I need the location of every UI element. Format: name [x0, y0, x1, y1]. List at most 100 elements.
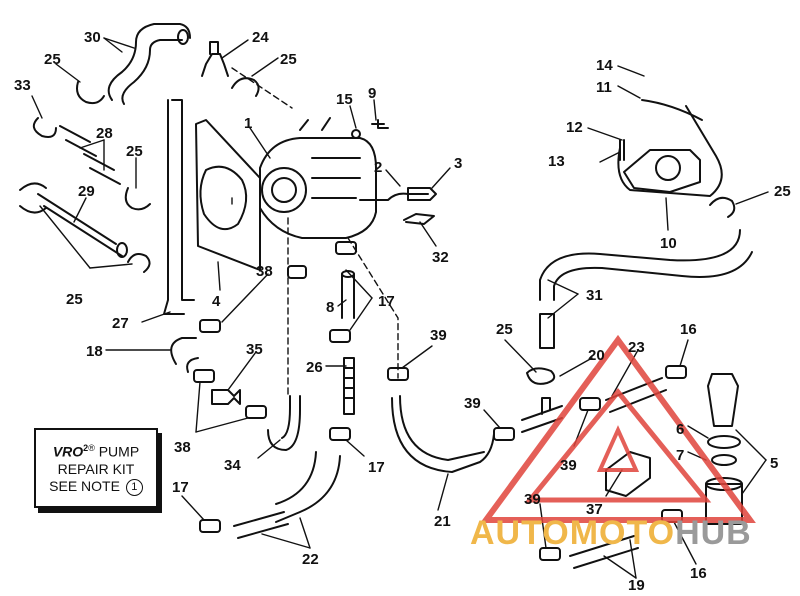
callout-37: 37 [586, 501, 603, 518]
callout-17: 17 [378, 293, 395, 310]
callout-39a: 39 [430, 327, 447, 344]
callout-23: 23 [628, 339, 645, 356]
pipe-27 [163, 99, 195, 315]
hose-18 [170, 337, 199, 373]
clamp-38-d [245, 405, 267, 419]
callout-1: 1 [244, 115, 252, 132]
hose-29 [37, 193, 123, 257]
callout-39d: 39 [524, 491, 541, 508]
watermark-part1: AUTOMOTO [470, 514, 676, 552]
clamp-16-a [665, 365, 687, 379]
callout-25b: 25 [280, 51, 297, 68]
callout-39c: 39 [560, 457, 577, 474]
callout-32: 32 [432, 249, 449, 266]
clamp-39-b [493, 427, 515, 441]
note-reg: ® [88, 443, 95, 454]
note-vro: VRO [52, 443, 84, 460]
clamp-25-a [76, 81, 105, 105]
callout-30: 30 [84, 29, 101, 46]
electric-pump-10 [623, 149, 701, 193]
clamp-38-a [287, 265, 307, 279]
tube-28-a [59, 125, 97, 157]
clamp-25-b [231, 77, 260, 97]
callout-26: 26 [306, 359, 323, 376]
clamp-38-b [199, 319, 221, 333]
hose-31 [539, 229, 753, 301]
hose-34 [267, 395, 301, 451]
clamp-25-f [709, 196, 736, 218]
callout-4: 4 [212, 293, 221, 310]
callout-16: 16 [680, 321, 697, 338]
note-see: SEE NOTE [49, 477, 120, 494]
oring-6 [707, 435, 741, 449]
callout-22: 22 [302, 551, 319, 568]
note-sup: 2 [83, 443, 89, 454]
callout-38a: 38 [256, 263, 273, 280]
clamp-38-c [193, 369, 215, 383]
connector-12 [619, 139, 625, 161]
note-number: 1 [125, 478, 143, 496]
filter-base-5 [705, 483, 743, 525]
callout-31: 31 [586, 287, 603, 304]
note-line-2: REPAIR KIT [57, 460, 135, 477]
callout-9: 9 [368, 85, 376, 102]
callout-21: 21 [434, 513, 451, 530]
callout-6: 6 [676, 421, 684, 438]
callout-2: 2 [374, 159, 382, 176]
clamp-17-b [329, 329, 351, 343]
filter-5 [707, 373, 739, 427]
callout-15: 15 [336, 91, 353, 108]
callout-12: 12 [566, 119, 583, 136]
clamp-25-e [127, 253, 151, 273]
wire-11 [641, 99, 703, 121]
fitting-3 [407, 187, 437, 201]
callout-5: 5 [770, 455, 778, 472]
callout-14: 14 [596, 57, 613, 74]
inline-filter-35 [211, 389, 241, 405]
clamp-25-d [19, 182, 47, 214]
tube-28-b [83, 153, 121, 185]
callout-7: 7 [676, 447, 684, 464]
gasket-plate-4 [195, 119, 261, 271]
clamp-17-d [199, 519, 221, 533]
note-line-3: SEE NOTE 1 [49, 478, 143, 496]
vro-pump-1 [259, 137, 377, 239]
callout-24: 24 [252, 29, 269, 46]
clamp-17-a [335, 241, 357, 255]
oring-7 [711, 454, 737, 466]
callout-35: 35 [246, 341, 263, 358]
callout-25f: 25 [774, 183, 791, 200]
clamp-33 [32, 117, 57, 138]
callout-25a: 25 [44, 51, 61, 68]
tube-31 [539, 313, 555, 349]
callout-19: 19 [628, 577, 645, 594]
screw-9 [371, 119, 389, 129]
tube-8 [341, 273, 355, 319]
watermark-triangle [480, 334, 756, 523]
hose-22-b [233, 511, 289, 539]
callout-39b: 39 [464, 395, 481, 412]
clamp-25-g [526, 367, 556, 385]
hose-30 [107, 23, 191, 101]
callout-27: 27 [112, 315, 129, 332]
callout-20: 20 [588, 347, 605, 364]
callout-25e: 25 [496, 321, 513, 338]
callout-8: 8 [326, 299, 334, 316]
callout-38b: 38 [174, 439, 191, 456]
repair-kit-note: VRO2® PUMP REPAIR KIT SEE NOTE 1 [34, 428, 158, 508]
clamp-17-c [329, 427, 351, 441]
callout-10: 10 [660, 235, 677, 252]
note-pump: PUMP [98, 443, 140, 460]
fitting-24 [201, 41, 229, 77]
watermark-part2: HUB [675, 514, 752, 552]
callout-16b: 16 [690, 565, 707, 582]
clamp-25-c [124, 187, 151, 211]
clamp-39-d [539, 547, 561, 561]
note-line-1: VRO2® PUMP [53, 440, 139, 461]
bracket-37 [605, 451, 651, 497]
callout-17c: 17 [172, 479, 189, 496]
clamp-39-c [579, 397, 601, 411]
watermark-text: AUTOMOTOHUB [470, 514, 752, 553]
callout-25c: 25 [126, 143, 143, 160]
